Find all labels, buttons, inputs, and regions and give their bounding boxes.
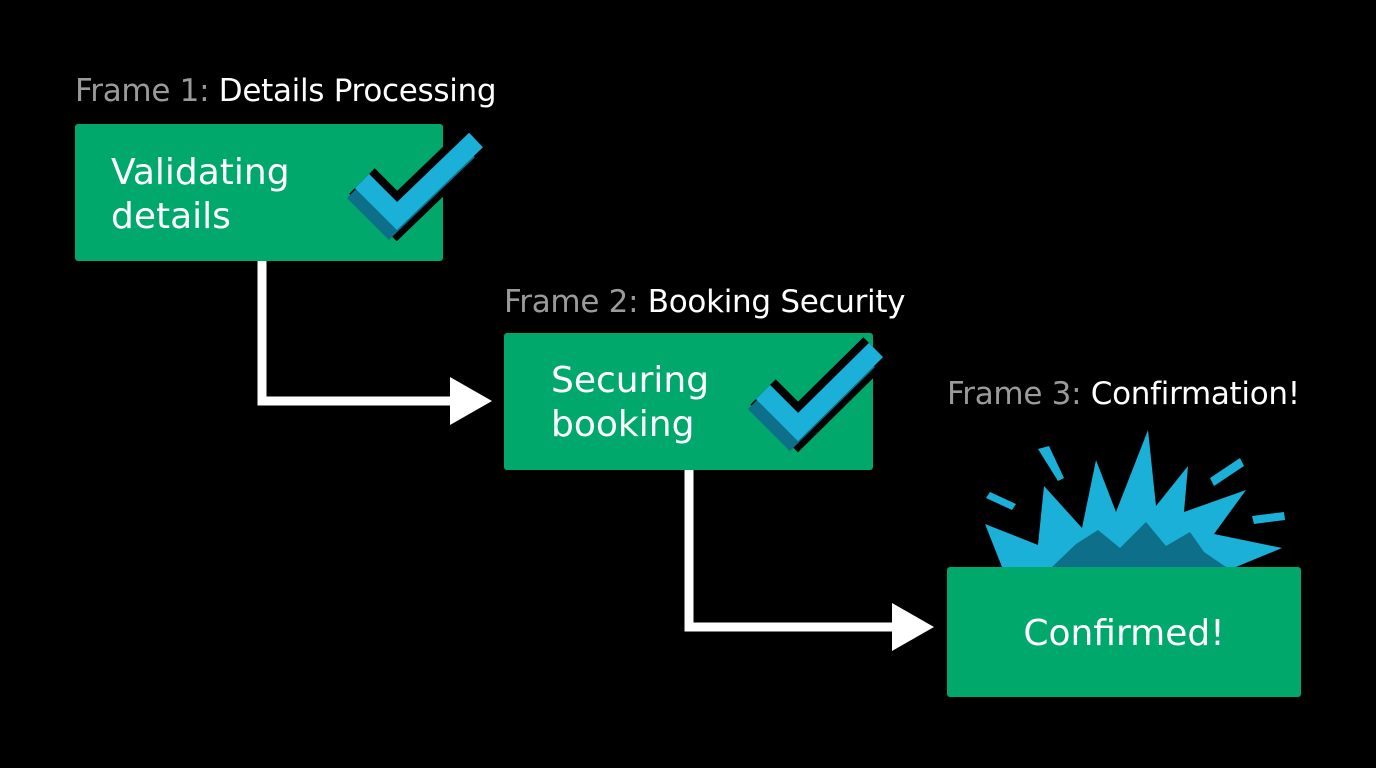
connector-arrowhead-1 (450, 377, 492, 425)
frame-2-title: Booking Security (647, 284, 906, 320)
step-3-box: Confirmed! (947, 567, 1301, 697)
step-1-box: Validating details (75, 124, 443, 261)
step-1-text: Validating details (111, 152, 290, 237)
step-2-box: Securing booking (504, 333, 873, 470)
frame-3-label: Frame 3: Confirmation! (947, 379, 1300, 410)
frame-1-prefix: Frame 1: (75, 73, 210, 109)
starburst-icon (985, 430, 1285, 567)
connector-line-2 (684, 470, 894, 632)
frame-3-prefix: Frame 3: (947, 376, 1082, 412)
connector-arrow-2 (684, 470, 934, 651)
connector-arrowhead-2 (892, 603, 934, 651)
frame-3-title: Confirmation! (1090, 376, 1300, 412)
step-2-text: Securing booking (551, 360, 710, 445)
connector-line-1 (257, 261, 452, 406)
frame-2-label: Frame 2: Booking Security (504, 284, 906, 320)
frame-2-prefix: Frame 2: (504, 284, 639, 320)
step-3-text: Confirmed! (1023, 613, 1225, 654)
connector-arrow-1 (257, 261, 492, 425)
frame-1-label: Frame 1: Details Processing (75, 73, 497, 109)
frame-1-title: Details Processing (218, 73, 497, 109)
